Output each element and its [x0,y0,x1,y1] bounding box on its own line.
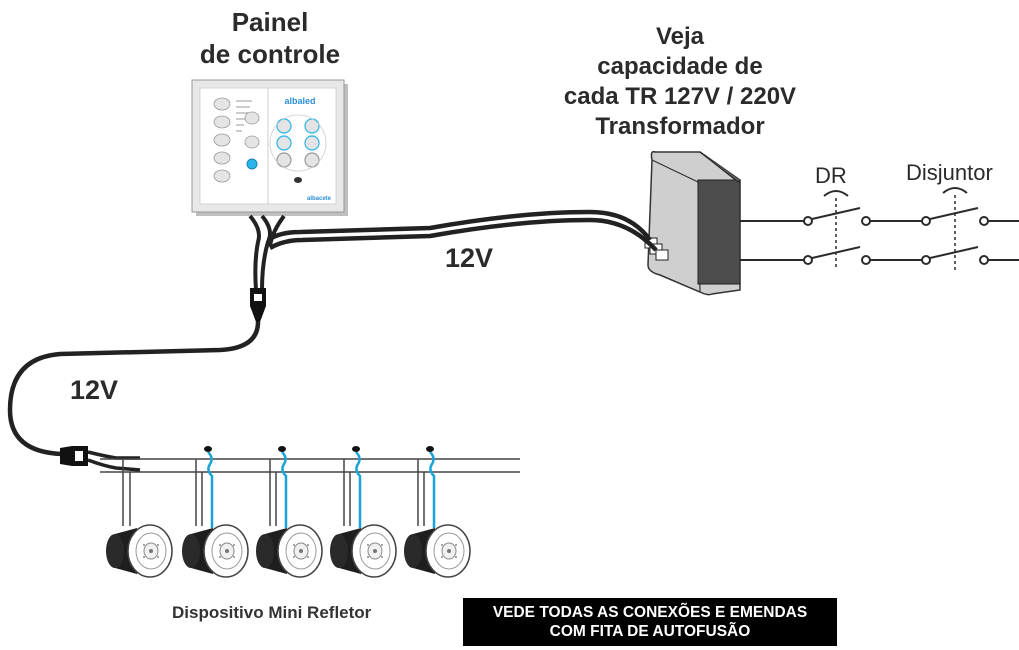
device-2 [181,446,249,578]
warning-banner: VEDE TODAS AS CONEXÕES E EMENDAS COM FIT… [463,598,837,646]
connector-plug-lower [60,446,88,466]
panel-dimmer-scale [236,100,252,132]
control-panel: albaled albacete [191,79,348,216]
panel-title: Painel de controle [170,6,370,70]
dr-label: DR [815,163,847,188]
transformer-title-line-2: capacidade de [597,53,763,80]
device-5 [403,446,471,578]
device-label: Dispositivo Mini Refletor [172,603,372,622]
voltage-label-lower: 12V [70,375,119,405]
transformer-title-line-4: Transformador [595,113,765,140]
transformer-title-line-1: Veja [655,23,705,50]
panel-brand: albacete [307,196,332,202]
device-4 [329,446,397,578]
panel-power-button [246,158,258,170]
panel-down-button [244,135,260,149]
panel-ring-outline [269,114,327,172]
panel-left-buttons [213,97,231,183]
bus-lines [100,458,520,473]
cable-panel-to-transformer [266,209,658,252]
transformer [644,150,741,296]
disjuntor-label: Disjuntor [906,160,993,185]
panel-up-button [244,111,260,125]
transformer-title-line-3: cada TR 127V / 220V [563,83,797,110]
panel-title-line-1: Painel [231,7,309,37]
panel-title-line-2: de controle [199,39,341,69]
cable-panel-drop [248,214,286,291]
voltage-label-upper: 12V [445,243,494,273]
warning-line-2: COM FITA DE AUTOFUSÃO [549,623,751,640]
cable-to-devices [7,321,261,458]
cable-to-bus [87,450,141,472]
mains-circuit [740,187,1019,270]
transformer-core [697,179,741,285]
device-3 [255,446,323,578]
connector-plug-upper [250,288,266,322]
panel-sensor [294,177,302,183]
warning-line-1: VEDE TODAS AS CONEXÕES E EMENDAS [492,604,808,621]
panel-right-buttons [276,118,320,168]
panel-logo: albaled [284,96,315,106]
transformer-title: Veja capacidade de cada TR 127V / 220V T… [530,22,830,142]
device-1 [105,459,173,578]
